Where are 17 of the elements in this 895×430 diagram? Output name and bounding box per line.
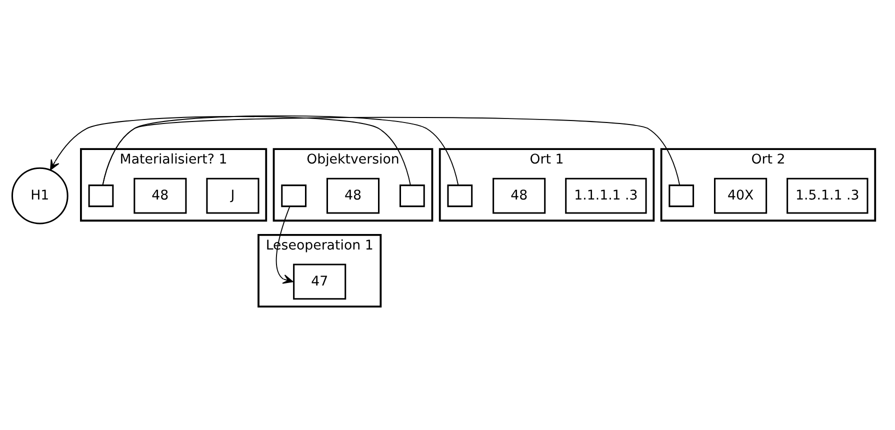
node-box: 1.1.1.1 .3	[565, 178, 647, 214]
node-box	[668, 184, 694, 208]
node-box	[447, 184, 473, 208]
node-box: 47	[293, 264, 346, 300]
node-box: J	[206, 178, 260, 214]
node-box: 48	[134, 178, 187, 214]
node-circle: H1	[11, 167, 68, 224]
node-box: 40X	[714, 178, 768, 214]
node-box	[281, 184, 307, 208]
node-box	[88, 184, 114, 208]
arrow	[50, 116, 411, 186]
node-box: 48	[326, 178, 380, 214]
node-box: 48	[492, 178, 546, 214]
node-box	[399, 184, 425, 208]
arrow	[276, 206, 294, 284]
connector	[102, 116, 680, 186]
node-box: 1.5.1.1 .3	[786, 178, 868, 214]
